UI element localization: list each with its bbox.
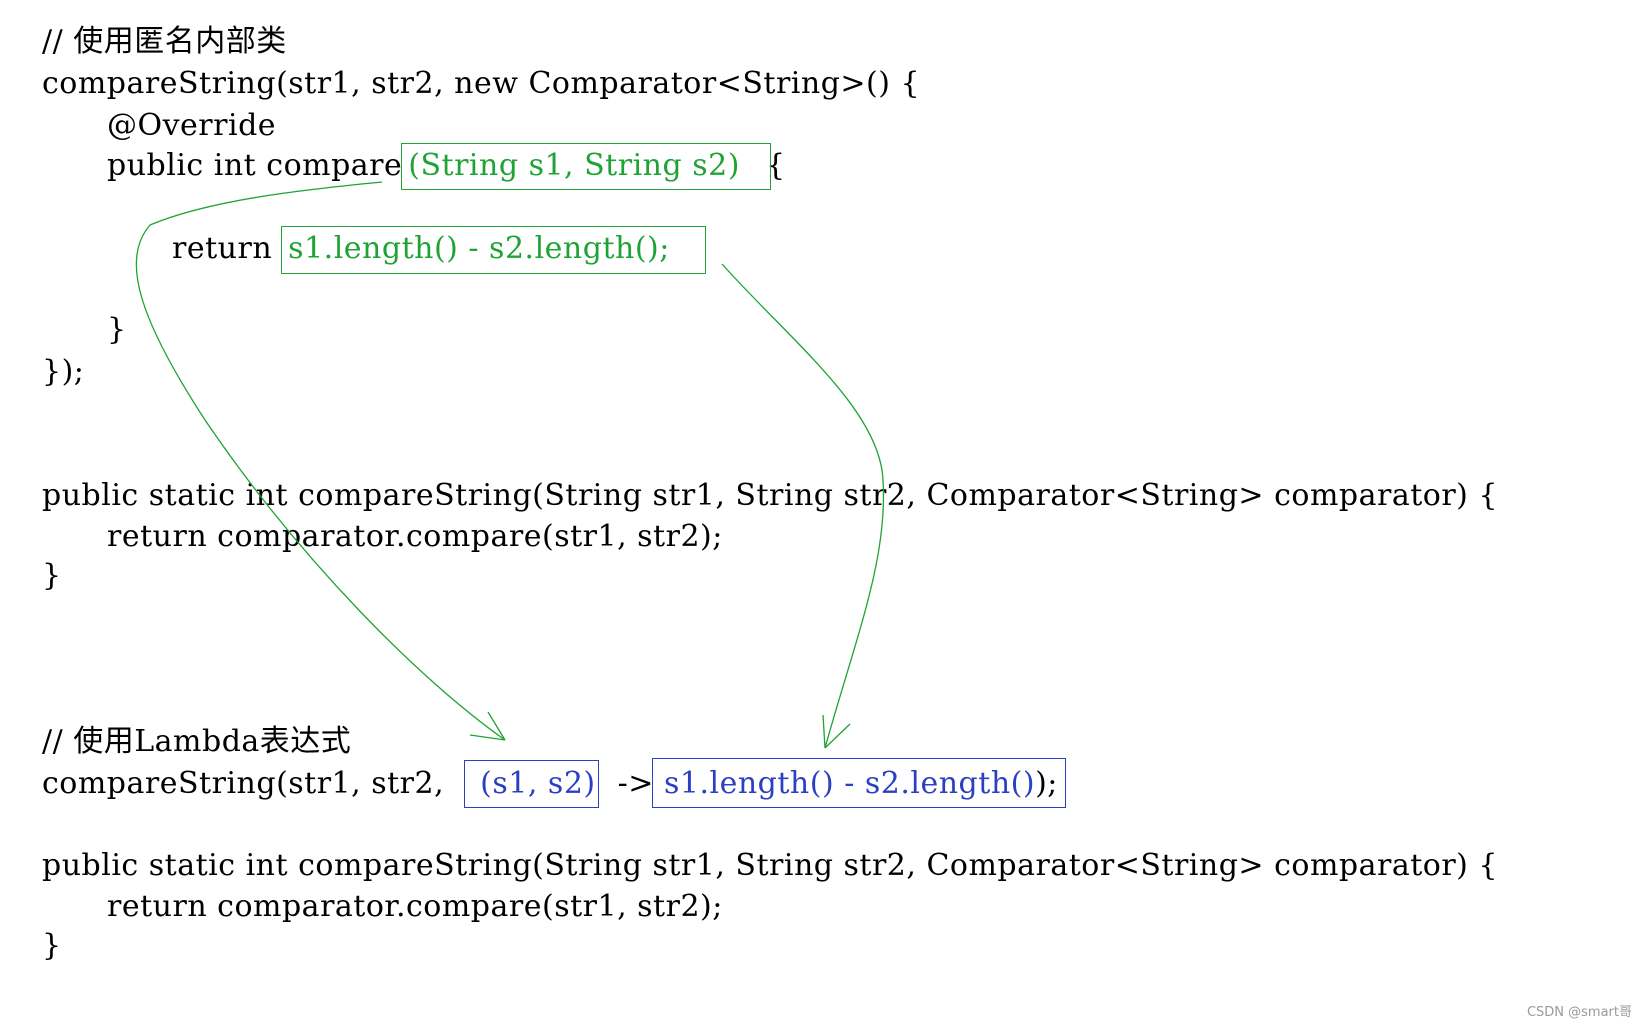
code-return-line: return s1.length() - s2.length();	[172, 229, 670, 269]
arrow-params-head-b	[487, 711, 506, 741]
code-annotation: @Override	[107, 108, 277, 143]
arrow-body-head-b	[822, 714, 826, 749]
arrow-body-to-lambda	[721, 263, 885, 749]
code-params-highlight: (String s1, String s2)	[408, 148, 740, 183]
code-method-line: public int compare(String s1, String s2)…	[107, 146, 786, 186]
code-method-close-2: }	[42, 928, 62, 963]
comment-anonymous: // 使用匿名内部类	[42, 24, 287, 59]
code-method-prefix: public int compare	[107, 148, 403, 183]
code-lambda-body: s1.length() - s2.length()	[663, 766, 1036, 801]
code-lambda-suffix: );	[1035, 766, 1058, 801]
watermark: CSDN @smart哥	[1526, 1005, 1632, 1020]
code-method-close-1: }	[42, 558, 62, 593]
code-body-highlight: s1.length() - s2.length();	[288, 231, 670, 266]
lambda-body-box	[652, 758, 1066, 808]
arrow-body-head-a	[824, 723, 851, 749]
arrow-params-head-a	[469, 734, 506, 741]
body-highlight-box	[281, 226, 706, 274]
code-return-keyword: return	[172, 231, 283, 266]
code-method-signature-2: public static int compareString(String s…	[42, 848, 1498, 883]
arrow-params-to-lambda	[135, 181, 506, 741]
code-lambda-prefix: compareString(str1, str2,	[42, 766, 455, 801]
code-close-outer: });	[42, 354, 85, 389]
comment-lambda: // 使用Lambda表达式	[42, 724, 352, 759]
code-call-anonymous: compareString(str1, str2, new Comparator…	[42, 66, 921, 101]
code-method-body-2: return comparator.compare(str1, str2);	[107, 889, 723, 924]
lambda-params-box	[464, 760, 599, 808]
params-highlight-box	[401, 143, 771, 190]
code-lambda-params: (s1, s2)	[480, 766, 596, 801]
code-lambda-arrow: ->	[607, 766, 664, 801]
code-call-lambda: compareString(str1, str2, (s1, s2) -> s1…	[42, 764, 1058, 804]
code-method-signature-1: public static int compareString(String s…	[42, 478, 1498, 513]
code-close-inner: }	[107, 312, 127, 347]
code-method-body-1: return comparator.compare(str1, str2);	[107, 519, 723, 554]
